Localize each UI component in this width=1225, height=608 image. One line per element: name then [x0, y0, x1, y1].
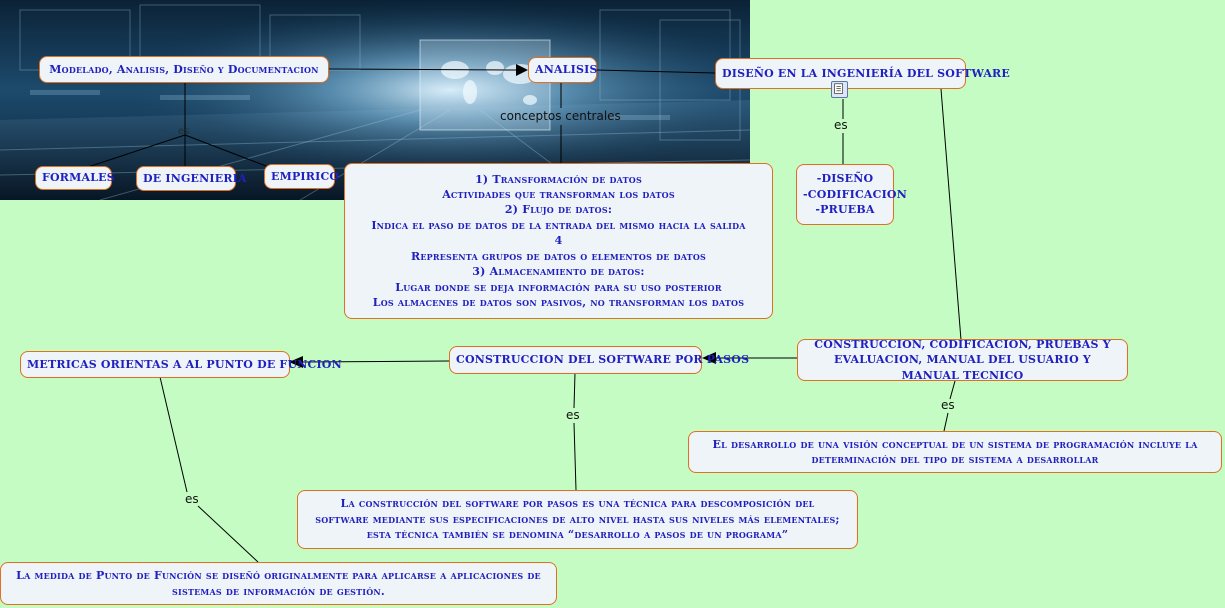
node-de-ingenieria[interactable]: DE INGENIERIA	[136, 166, 247, 191]
node-de-ingenieria-label: DE INGENIERIA	[143, 171, 247, 185]
link-label-es-construccion: es	[566, 408, 580, 422]
node-formales-label: FORMALES	[42, 171, 115, 185]
node-diseno-ingenieria[interactable]: DISEÑO EN LA INGENIERÍA DEL SOFTWARE	[715, 58, 1010, 89]
link-label-es-medida: es	[185, 492, 199, 506]
node-construccion-pasos-label: CONSTRUCCION DEL SOFTWARE POR PASOS	[456, 353, 750, 367]
node-medida-punto-funcion-label: La medida de Punto de Función se diseñó …	[16, 569, 541, 598]
node-modelado-label: Modelado, Analisis, Diseño y Documentaci…	[49, 62, 319, 76]
link-label-es-diseno: es	[834, 118, 848, 132]
node-analisis-label: ANALISIS	[535, 63, 598, 77]
node-empirico[interactable]: EMPIRICO	[264, 164, 340, 189]
node-metricas[interactable]: METRICAS ORIENTAS A AL PUNTO DE FUNCION	[20, 351, 342, 378]
node-desarrollo-vision[interactable]: El desarrollo de una visión conceptual d…	[688, 431, 1222, 473]
conceptos-line-9: Los almacenes de datos son pasivos, no t…	[372, 295, 745, 309]
conceptos-line-1: 1) Transformación de datos	[475, 172, 642, 186]
node-diseno-codificacion-prueba[interactable]: -DISEÑO -CODIFICACION -PRUEBA	[796, 164, 907, 225]
link-label-es-modelado: es	[178, 126, 190, 137]
node-modelado[interactable]: Modelado, Analisis, Diseño y Documentaci…	[39, 56, 329, 83]
node-construccion-pasos[interactable]: CONSTRUCCION DEL SOFTWARE POR PASOS	[449, 346, 750, 374]
node-conceptos-centrales[interactable]: 1) Transformación de datos Actividades q…	[344, 163, 773, 319]
diseno-line-3: -PRUEBA	[815, 203, 875, 217]
node-empirico-label: EMPIRICO	[271, 169, 340, 183]
link-label-conceptos-centrales: conceptos centrales	[500, 109, 621, 123]
conceptos-line-2: Actividades que transforman los datos	[442, 188, 675, 202]
node-analisis[interactable]: ANALISIS	[528, 57, 597, 83]
conceptos-line-6: Representa grupos de datos o elementos d…	[411, 249, 706, 263]
document-icon[interactable]	[831, 81, 848, 98]
conceptos-line-5: 4	[554, 234, 563, 248]
diseno-line-2: -CODIFICACION	[803, 187, 907, 201]
node-construccion-codificacion-label: CONSTRUCCION, CODIFICACION, PRUEBAS Y EV…	[814, 337, 1111, 382]
conceptos-line-3: 2) Flujo de datos:	[504, 203, 613, 217]
node-formales[interactable]: FORMALES	[35, 166, 115, 190]
node-construccion-descripcion[interactable]: La construcción del software por pasos e…	[297, 490, 858, 549]
link-label-es-desarrollo: es	[941, 398, 955, 412]
conceptos-line-8: Lugar donde se deja información para su …	[395, 280, 722, 294]
node-medida-punto-funcion[interactable]: La medida de Punto de Función se diseñó …	[0, 562, 557, 605]
node-metricas-label: METRICAS ORIENTAS A AL PUNTO DE FUNCION	[27, 357, 342, 371]
node-desarrollo-vision-label: El desarrollo de una visión conceptual d…	[712, 437, 1198, 467]
conceptos-line-4: Indica el paso de datos de la entrada de…	[371, 218, 746, 232]
diseno-line-1: -DISEÑO	[816, 172, 874, 186]
node-construccion-codificacion[interactable]: CONSTRUCCION, CODIFICACION, PRUEBAS Y EV…	[797, 337, 1128, 382]
conceptos-line-7: 3) Almacenamiento de datos:	[472, 265, 645, 279]
node-diseno-ingenieria-label: DISEÑO EN LA INGENIERÍA DEL SOFTWARE	[722, 66, 1010, 80]
node-construccion-descripcion-label: La construcción del software por pasos e…	[315, 497, 840, 542]
